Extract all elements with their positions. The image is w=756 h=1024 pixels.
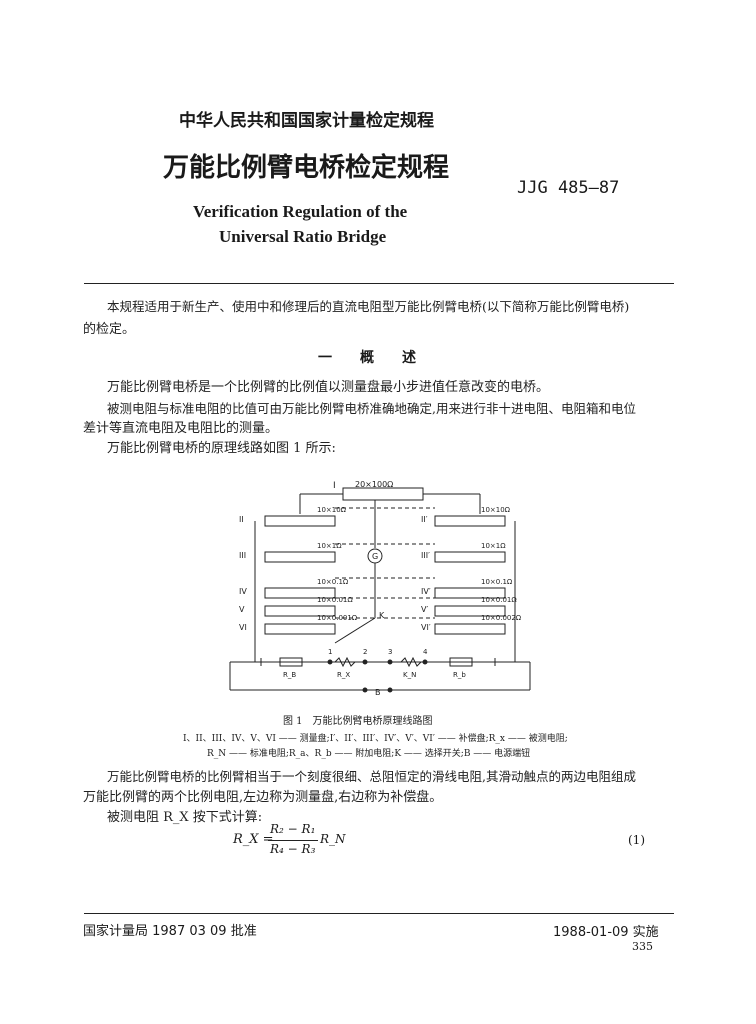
- intro-line-1: 本规程适用于新生产、使用中和修理后的直流电阻型万能比例臂电桥(以下简称万能比例臂…: [107, 299, 630, 314]
- page-number: 335: [632, 940, 653, 953]
- formula-lhs: R_X =: [233, 832, 274, 847]
- section-heading: 一 概 述: [318, 350, 416, 366]
- dial-value-middle: 10×0.01Ω: [317, 596, 353, 604]
- resistor-Rb: [449, 657, 473, 667]
- galvanometer-label: G: [372, 552, 378, 561]
- dial-label-left: IV: [239, 587, 247, 596]
- dial-label-right: II′: [421, 515, 428, 524]
- page-title: 万能比例臂电桥检定规程: [163, 153, 450, 183]
- formula-factor: R_N: [320, 832, 346, 846]
- dial-label-right: V′: [421, 605, 428, 614]
- dial-value-middle: 10×0.1Ω: [317, 578, 349, 586]
- dial-I-resistor: [342, 487, 424, 501]
- paragraph-after-figure-1: 万能比例臂电桥的比例臂相当于一个刻度很细、总阻恒定的滑线电阻,其滑动触点的两边电…: [107, 769, 636, 784]
- dial-label-left: V: [239, 605, 245, 614]
- formula-fraction-bar: [268, 840, 318, 841]
- dial-label-right: IV′: [421, 587, 431, 596]
- dial-label-left: VI: [239, 623, 247, 632]
- formula-denominator: R₄ − R₃: [270, 842, 316, 856]
- paragraph-after-figure-3: 被测电阻 R_X 按下式计算:: [107, 810, 263, 825]
- dial-label-left: III: [239, 551, 246, 560]
- resistor-label: R_X: [337, 671, 350, 679]
- paragraph-after-figure-2: 万能比例臂的两个比例电阻,左边称为测量盘,右边称为补偿盘。: [83, 790, 443, 805]
- dial-value-right: 10×0.1Ω: [481, 578, 513, 586]
- terminal-label: 2: [363, 648, 367, 656]
- footer-rule: [84, 913, 674, 914]
- dial-value-right: 10×0.002Ω: [481, 614, 522, 622]
- dial-value-middle: 10×0.001Ω: [317, 614, 358, 622]
- header-rule: [84, 283, 674, 284]
- overview-paragraph-2-line-2: 差计等直流电阻及电阻比的测量。: [83, 421, 279, 436]
- dial-value-middle: 10×10Ω: [317, 506, 347, 514]
- battery-label: B: [375, 688, 381, 697]
- terminal-label: 4: [423, 648, 428, 656]
- org-line: 中华人民共和国国家计量检定规程: [179, 111, 434, 131]
- overview-paragraph-2-line-1: 被测电阻与标准电阻的比值可由万能比例臂电桥准确地确定,用来进行非十进电阻、电阻箱…: [107, 401, 636, 416]
- switch-label: K: [379, 611, 385, 620]
- approval-note: 国家计量局 1987 03 09 批准: [83, 924, 257, 939]
- title-english-line-2: Universal Ratio Bridge: [219, 227, 387, 246]
- regulation-code: JJG 485—87: [517, 178, 620, 198]
- figure-caption: 图 1 万能比例臂电桥原理线路图: [283, 716, 433, 727]
- dial-label-right: VI′: [421, 623, 431, 632]
- resistor-label: K_N: [403, 671, 416, 679]
- resistor-label: R_b: [453, 671, 466, 679]
- terminal-label: 3: [388, 648, 392, 656]
- title-english-line-1: Verification Regulation of the: [193, 202, 408, 221]
- terminal-label: 1: [328, 648, 332, 656]
- figure-legend-1: I、II、III、IV、V、VI —— 测量盘;I′、II′、III′、IV′、…: [183, 734, 568, 744]
- dial-label-left: II: [239, 515, 244, 524]
- circuit-diagram: I 20×100Ω G K B IIIIIIVVVIII′III′IV′V′VI…: [229, 480, 531, 697]
- resistor-RB: [279, 657, 303, 667]
- formula-number: (1): [628, 833, 645, 847]
- dial-value-I: 20×100Ω: [355, 480, 393, 489]
- overview-paragraph-3: 万能比例臂电桥的原理线路如图 1 所示:: [107, 441, 336, 456]
- dial-value-right: 10×10Ω: [481, 506, 511, 514]
- dial-value-right: 10×1Ω: [481, 542, 506, 550]
- dial-label-I: I: [333, 481, 336, 491]
- dial-value-right: 10×0.01Ω: [481, 596, 517, 604]
- formula-numerator: R₂ − R₁: [270, 822, 316, 836]
- resistor-label: R_B: [283, 671, 296, 679]
- dial-label-right: III′: [421, 551, 430, 560]
- overview-paragraph-1: 万能比例臂电桥是一个比例臂的比例值以测量盘最小步进值任意改变的电桥。: [107, 380, 550, 395]
- dial-value-middle: 10×1Ω: [317, 542, 342, 550]
- figure-legend-2: R_N —— 标准电阻;R_a、R_b —— 附加电阻;K —— 选择开关;B …: [207, 749, 531, 759]
- intro-line-2: 的检定。: [83, 322, 136, 337]
- effective-date: 1988-01-09 实施: [553, 925, 659, 940]
